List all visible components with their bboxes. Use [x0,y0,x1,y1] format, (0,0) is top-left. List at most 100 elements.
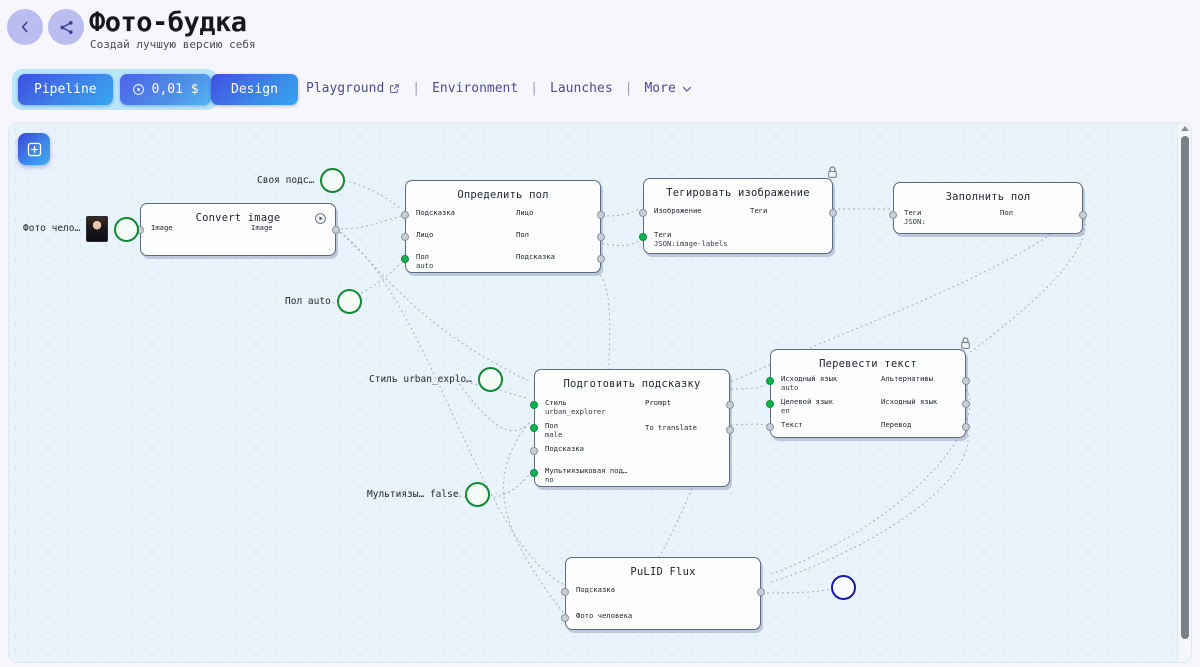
node-translate-text-input-2: Текст [781,420,803,429]
nav-environment-label: Environment [432,81,519,96]
port-in-text[interactable] [766,423,774,431]
variable-multilang[interactable]: Мультиязы… false [367,482,490,507]
port-in-izobrazhenie[interactable] [639,209,647,217]
port-in-tegi[interactable] [639,233,647,241]
run-node-icon[interactable] [314,212,327,225]
node-determine-gender[interactable]: Определить пол Подсказка Лицо Пол auto Л… [401,180,605,273]
port-label: Целевой язык [781,397,833,406]
nav-launches[interactable]: Launches [538,81,625,96]
node-pulid-flux-input-0: Подсказка [576,585,615,594]
port-in-podskazka[interactable] [401,211,409,219]
port-out-pulid[interactable] [757,588,765,596]
variable-own-prompt-label: Своя подс… [257,174,315,186]
variable-photo-port[interactable] [114,216,140,242]
port-label: Prompt [645,398,671,407]
node-fill-gender[interactable]: Заполнить пол Теги JSON: Пол [889,182,1087,234]
variable-result-port[interactable] [831,575,856,600]
cost-badge[interactable]: 0,01 $ [119,74,211,105]
node-translate-text-output-1: Исходный язык [881,397,937,406]
variable-gender[interactable]: Пол auto [285,289,362,314]
variable-gender-port[interactable] [336,289,362,314]
port-value: JSON: [904,217,926,226]
scrollbar-thumb[interactable] [1181,136,1189,639]
page-title: Фото-будка [89,7,247,38]
port-in-photo-pulid[interactable] [561,614,569,622]
variable-gender-label: Пол [285,295,303,307]
back-button[interactable] [7,9,43,45]
port-in-tegi-fill[interactable] [889,211,897,219]
port-in-target-lang[interactable] [766,400,774,408]
port-value: male [545,430,563,439]
variable-style-port[interactable] [477,367,503,392]
port-out-to-translate[interactable] [726,426,734,434]
port-in-stil[interactable] [530,401,538,409]
port-in-pol[interactable] [401,255,409,263]
nav-more[interactable]: More [632,81,704,96]
caret-up-icon[interactable] [1181,126,1189,131]
port-out-translation[interactable] [962,423,970,431]
node-determine-gender-title: Определить пол [457,189,549,201]
node-translate-text-title: Перевести текст [819,358,917,370]
nav-separator-1: | [412,81,421,96]
node-pulid-flux[interactable]: PuLID Flux Подсказка Фото человека [561,557,765,630]
node-tag-image[interactable]: Тегировать изображение Изображение Теги … [639,166,837,254]
port-out-source-lang[interactable] [962,400,970,408]
port-label: Лицо [416,230,434,239]
port-out-podskazka[interactable] [597,255,605,263]
node-translate-text[interactable]: Перевести текст Исходный язык auto Целев… [766,337,970,438]
port-in-pol-prep[interactable] [530,424,538,432]
node-prepare-prompt-title: Подготовить подсказку [563,378,701,390]
node-prepare-prompt[interactable]: Подготовить подсказку Стиль urban_explor… [530,369,734,487]
lock-icon [961,337,970,349]
node-determine-gender-input-0: Подсказка [416,208,455,217]
node-tag-image-input-1: Теги JSON:image-labels [654,230,728,248]
port-out-litso[interactable] [597,211,605,219]
share-button[interactable] [48,9,84,45]
port-in-podskazka-prep[interactable] [530,447,538,455]
avatar [86,216,109,242]
port-label: Подсказка [545,444,584,453]
node-prepare-prompt-input-2: Подсказка [545,444,584,453]
variable-photo[interactable]: Фото чело… [23,216,140,242]
port-out-alternatives[interactable] [962,377,970,385]
port-label: Текст [781,420,803,429]
coin-icon [132,84,144,95]
nav-more-label: More [644,81,676,96]
add-node-button[interactable] [18,133,50,165]
canvas-scrollbar[interactable] [1177,123,1191,662]
port-label: Image [251,223,273,232]
port-out-prompt[interactable] [726,401,734,409]
port-in-multilang[interactable] [530,469,538,477]
pipeline-canvas[interactable]: Фото чело… Своя подс… Пол auto Стиль urb… [8,122,1192,663]
port-value: en [781,406,790,415]
variable-result[interactable] [831,575,856,600]
node-prepare-prompt-input-1: Пол male [545,421,562,439]
variable-own-prompt-port[interactable] [320,168,346,193]
nav-playground-label: Playground [306,81,385,96]
port-label: Пол [416,252,429,261]
port-in-source-lang[interactable] [766,377,774,385]
nav-playground[interactable]: Playground [306,81,412,96]
node-fill-gender-title: Заполнить пол [945,191,1031,203]
nav-environment[interactable]: Environment [420,81,530,96]
variable-multilang-port[interactable] [464,482,490,507]
tab-design[interactable]: Design [211,74,298,105]
port-out-pol[interactable] [597,233,605,241]
port-in-podskazka-pulid[interactable] [561,588,569,596]
node-translate-text-input-1: Целевой язык en [781,397,833,415]
node-determine-gender-output-0: Лицо [516,208,533,217]
node-convert-image[interactable]: Convert image Image Image [136,203,340,256]
app-header: Фото-будка Создай лучшую версию себя Pip… [0,0,1200,118]
nav-separator-2: | [530,81,539,96]
variable-style[interactable]: Стиль urban_explo… [369,367,503,392]
port-label: Альтернативы [881,374,933,383]
port-out-image[interactable] [332,226,340,234]
port-value: no [545,475,554,484]
port-out-tegi[interactable] [829,209,837,217]
tab-pipeline[interactable]: Pipeline [18,74,113,105]
port-value: urban_explorer [545,407,606,416]
port-in-litso[interactable] [401,233,409,241]
variable-own-prompt[interactable]: Своя подс… [257,168,346,193]
port-out-pol-fill[interactable] [1079,211,1087,219]
variable-gender-labels: Пол auto [285,296,331,308]
